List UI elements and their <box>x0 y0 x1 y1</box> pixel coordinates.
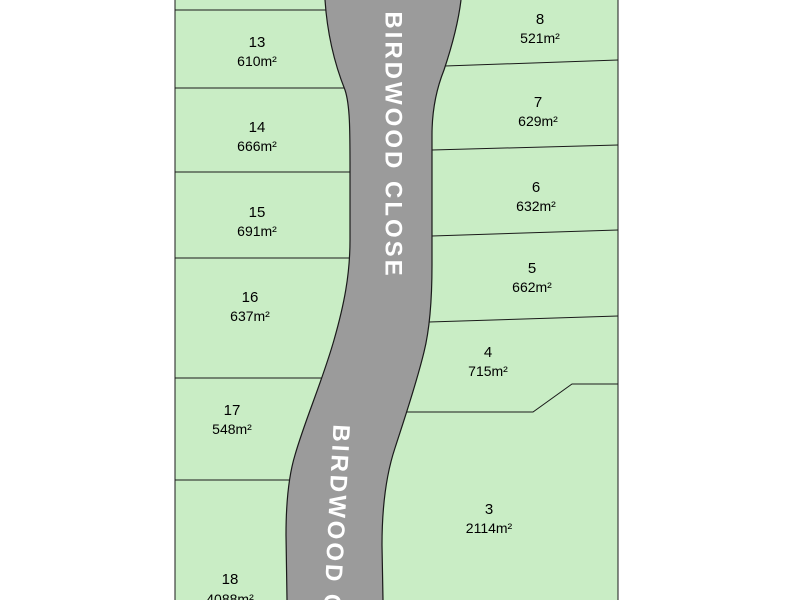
lot-15-number: 15 <box>249 204 266 221</box>
road-right-edge <box>381 0 462 600</box>
lot-8-area: 521m² <box>520 30 560 46</box>
lot-3-number: 3 <box>485 501 493 518</box>
lot-4-area: 715m² <box>468 363 508 379</box>
road-surface <box>286 0 461 600</box>
lot-5-number: 5 <box>528 260 536 277</box>
lot-13-area: 610m² <box>237 53 277 69</box>
lot-6-area: 632m² <box>516 198 556 214</box>
lot-8-number: 8 <box>536 11 544 28</box>
lot-17-number: 17 <box>224 402 241 419</box>
lot-7-area: 629m² <box>518 113 558 129</box>
lot-17-area: 548m² <box>212 421 252 437</box>
lot-16-area: 637m² <box>230 308 270 324</box>
lot-boundary-5-4 <box>428 315 619 323</box>
lot-16-number: 16 <box>242 289 259 306</box>
lot-15-area: 691m² <box>237 223 277 239</box>
lot-6-number: 6 <box>532 179 540 196</box>
lot-boundary-4-3 <box>402 383 618 413</box>
lot-4-number: 4 <box>484 344 492 361</box>
left-lot-block <box>175 0 350 600</box>
lot-5-area: 662m² <box>512 279 552 295</box>
lot-3-area: 2114m² <box>466 520 513 536</box>
lot-13-number: 13 <box>249 34 266 51</box>
lot-14-area: 666m² <box>237 138 277 154</box>
lot-boundary-6-5 <box>431 229 619 237</box>
lot-boundary-7-6 <box>431 144 619 151</box>
road-name-upper: BIRDWOOD CLOSE <box>380 11 407 278</box>
lot-18-number: 18 <box>222 571 239 588</box>
road-left-edge <box>285 0 351 600</box>
lot-14-number: 14 <box>249 119 266 136</box>
lot-7-number: 7 <box>534 94 542 111</box>
lot-18-area: 4088m² <box>206 591 254 600</box>
lot-boundary-8-7 <box>444 59 619 67</box>
